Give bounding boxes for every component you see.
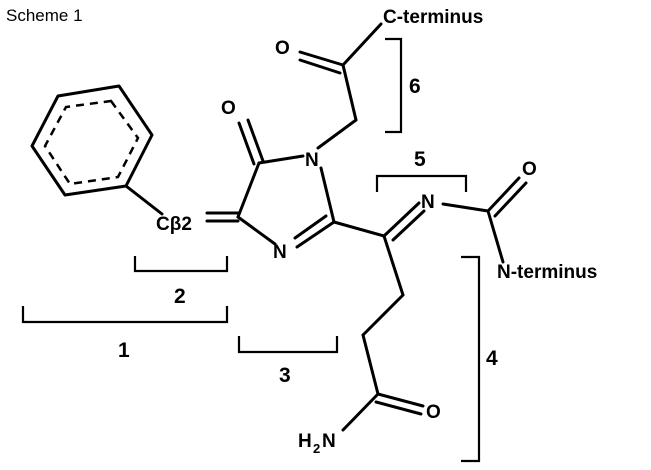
bracket-2-label: 2 xyxy=(174,285,186,308)
amine-group: H 2 N xyxy=(298,431,336,456)
amine-nitrogen: N xyxy=(322,431,336,452)
bond-ch2-carbonyl xyxy=(341,63,358,122)
bracket-2: 2 xyxy=(133,256,229,308)
c-beta-label: Cβ2 xyxy=(156,214,192,235)
bracket-5-label: 5 xyxy=(414,148,426,171)
benzene-ring xyxy=(30,84,154,197)
n-terminus-label: N-terminus xyxy=(497,262,597,283)
amine-hydrogen: H xyxy=(298,431,312,452)
bracket-1: 1 xyxy=(21,306,229,362)
amide-oxygen: O xyxy=(522,159,537,180)
bond-cbeta-double xyxy=(205,211,240,223)
bracket-4-label: 4 xyxy=(486,347,498,370)
c-terminus-label: C-terminus xyxy=(383,7,483,28)
bond-amide-carbonyl xyxy=(486,176,528,218)
bond-c2-imine-carbon xyxy=(332,220,386,238)
bond-phenyl-cbeta xyxy=(124,184,164,216)
bracket-1-label: 1 xyxy=(118,339,130,362)
bond-imine-double xyxy=(382,201,426,242)
bracket-3-label: 3 xyxy=(279,364,291,387)
side-carbonyl-oxygen: O xyxy=(275,38,290,59)
bracket-5: 5 xyxy=(375,148,468,192)
amine-subscript: 2 xyxy=(313,441,320,456)
glutamine-side-chain xyxy=(341,234,425,432)
imidazolone-ring xyxy=(236,154,336,249)
bracket-6: 6 xyxy=(385,37,421,134)
imine-nitrogen: N xyxy=(421,192,435,213)
bracket-6-label: 6 xyxy=(409,75,421,98)
side-chain-amide-oxygen: O xyxy=(426,402,441,423)
bond-ring-carbonyl xyxy=(237,118,265,166)
ring-nitrogen-n1: N xyxy=(305,150,319,171)
bracket-3: 3 xyxy=(237,336,339,387)
bond-to-n-terminus xyxy=(486,209,505,264)
bond-n-amide-carbon xyxy=(441,202,490,213)
bond-to-c-terminus xyxy=(341,22,383,67)
scheme-caption: Scheme 1 xyxy=(6,6,83,25)
bond-n1-ch2 xyxy=(316,118,358,150)
ring-nitrogen-n3: N xyxy=(273,242,287,263)
bracket-4: 4 xyxy=(461,255,498,463)
ring-carbonyl-oxygen: O xyxy=(221,98,236,119)
bond-side-carbonyl-double xyxy=(298,50,345,75)
